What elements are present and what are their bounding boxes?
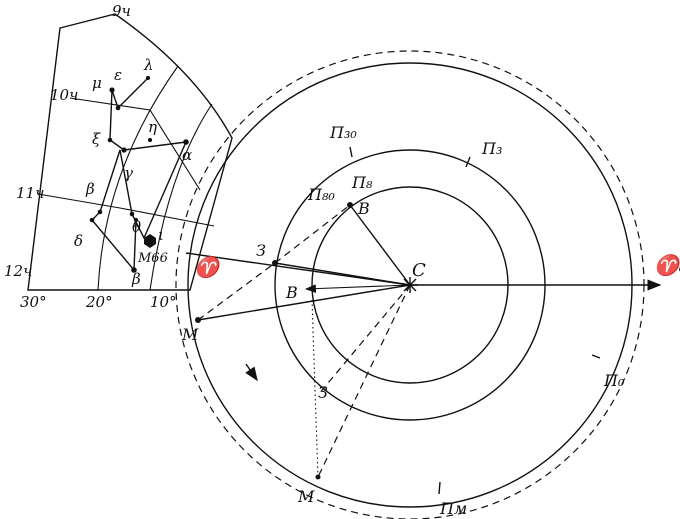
hour-line-10: [69, 97, 201, 191]
dashed-m-to-z: [197, 262, 276, 321]
hour-label-9: 9ч: [112, 2, 131, 20]
m66-label: M66: [137, 251, 168, 266]
arrow-to-b-inner: [304, 284, 411, 294]
line-c-to-m: [197, 284, 411, 321]
star-label-theta: θ: [132, 218, 141, 236]
orbit-diagram: C П₃₀ П₃ П₈₀ П₈ П₀ Пм В З В М З М ♈ ♈₀: [175, 50, 680, 519]
equinox-symbol: ♈: [194, 255, 223, 279]
orbit-label-p8: П₈: [351, 173, 373, 192]
point-label-b-inner: В: [285, 283, 298, 302]
orbit-ticks: [349, 146, 601, 495]
orbit-label-p30: П₃₀: [329, 123, 357, 142]
hour-label-10: 10ч: [50, 86, 78, 104]
point-label-z-lower: З: [318, 383, 328, 402]
line-c-to-equinox: [185, 252, 411, 286]
star-label-beta-upper: β: [85, 180, 95, 198]
star-chart-outline: [27, 13, 233, 291]
motion-arrow: [245, 363, 258, 382]
orbit-label-p3: П₃: [481, 139, 502, 158]
point-label-b-outer: В: [357, 199, 370, 218]
center-sun-icon: [402, 277, 418, 293]
star-label-mu: μ: [92, 74, 102, 92]
star-label-iota: ι: [158, 226, 164, 244]
orbit-label-pm: Пм: [439, 499, 467, 518]
star-label-gamma: γ: [124, 164, 133, 182]
star-label-eta: η: [148, 118, 157, 136]
dec-label-20: 20°: [85, 293, 113, 311]
point-label-m: М: [181, 325, 199, 344]
dec-line-10: [149, 103, 213, 291]
hour-labels: 9ч 10ч 11ч 12ч: [4, 2, 131, 280]
star-chart: 9ч 10ч 11ч 12ч 30° 20° 10° μ ε λ η ξ γ α…: [4, 2, 233, 311]
constellation-lines: [91, 77, 188, 272]
center-label: C: [412, 260, 426, 281]
stars: [89, 75, 189, 273]
equinox-direction-label: ♈₀: [654, 253, 680, 277]
hour-label-11: 11ч: [16, 184, 44, 202]
dec-line-20: [97, 65, 179, 291]
star-label-lambda: λ: [143, 56, 154, 74]
dashed-z-to-b: [274, 204, 351, 264]
star-label-alpha: α: [182, 146, 192, 164]
star-labels: μ ε λ η ξ γ α β δ θ ι β M66: [74, 56, 192, 288]
star-label-beta-lower: β: [131, 270, 141, 288]
star-label-xi: ξ: [92, 130, 101, 148]
hour-label-12: 12ч: [4, 262, 32, 280]
point-label-z: З: [256, 241, 266, 260]
star-label-epsilon: ε: [114, 66, 122, 84]
point-label-m-lower: М: [297, 487, 315, 506]
dec-label-10: 10°: [150, 293, 177, 311]
declination-labels: 30° 20° 10°: [20, 293, 177, 311]
star-label-delta: δ: [74, 232, 83, 250]
m66-marker: [144, 234, 156, 248]
orbit-label-p80: П₈₀: [307, 185, 335, 204]
dec-label-30: 30°: [20, 293, 47, 311]
orbit-text-labels: C П₃₀ П₃ П₈₀ П₈ П₀ Пм В З В М З М ♈ ♈₀: [181, 123, 680, 518]
hour-line-11: [37, 193, 215, 227]
orbit-points: [195, 202, 353, 480]
line-c-to-b: [349, 204, 411, 286]
dashed-c-to-lower-m: [317, 284, 411, 478]
dashed-c-to-lower-z: [317, 284, 411, 396]
orbit-label-p0: П₀: [603, 371, 625, 390]
